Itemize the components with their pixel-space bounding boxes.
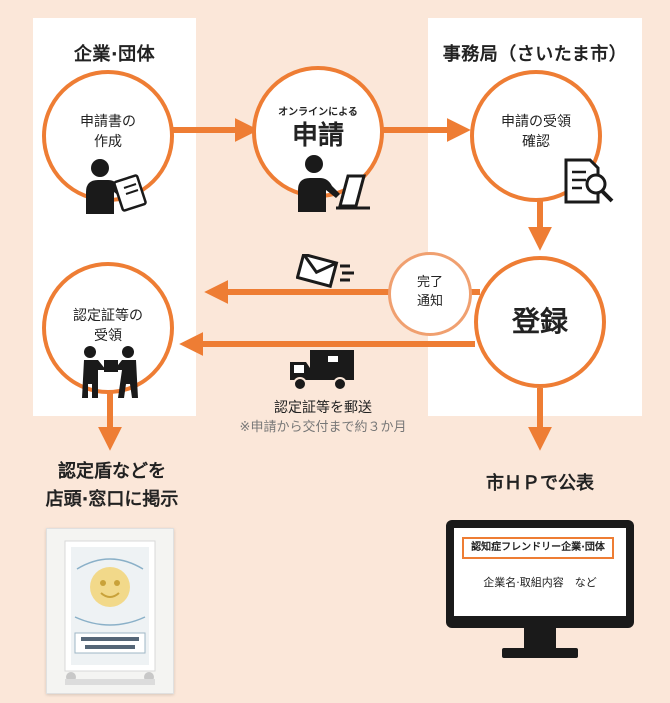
- certificate-plaque-image: [46, 528, 174, 694]
- apply-big-label: 申請: [291, 121, 344, 151]
- person-laptop-icon: [298, 155, 370, 212]
- delivery-handover-icon: [82, 346, 138, 398]
- receive-line1: 認定証等の: [73, 308, 143, 324]
- screen-heading: 認知症フレンドリー企業·団体: [462, 537, 614, 559]
- apply-small-label: オンラインによる: [278, 107, 358, 118]
- company-panel-title: 企業·団体: [73, 44, 156, 65]
- person-writing-icon: [86, 159, 147, 214]
- monitor-icon: 認知症フレンドリー企業·団体 企業名·取組内容 など: [446, 520, 634, 670]
- notify-line2: 通知: [416, 294, 443, 309]
- monitor-stand: [524, 628, 556, 650]
- step-register: 登録: [474, 256, 606, 388]
- display-line1: 認定盾などを: [58, 461, 166, 482]
- create-line1: 申請書の: [80, 114, 136, 130]
- register-label: 登録: [511, 305, 568, 338]
- shipping-note: 認定証等を郵送 ※申請から交付まで約３か月: [210, 398, 436, 438]
- display-caption: 認定盾などを 店頭·窓口に掲示: [14, 458, 210, 514]
- step-receive-certificate: 認定証等の 受領: [42, 262, 174, 394]
- notify-line1: 完了: [416, 275, 443, 290]
- mail-icon: [296, 254, 354, 288]
- monitor-display: 認知症フレンドリー企業·団体 企業名·取組内容 など: [454, 528, 626, 616]
- receive-line2: 受領: [94, 328, 122, 344]
- screen-body: 企業名·取組内容 など: [483, 576, 597, 589]
- display-line2: 店頭·窓口に掲示: [45, 489, 179, 510]
- step-online-application: オンラインによる 申請: [252, 66, 384, 198]
- publish-caption: 市ＨＰで公表: [486, 473, 594, 494]
- plaque-drawing: [64, 540, 156, 685]
- monitor-screen: 認知症フレンドリー企業·団体 企業名·取組内容 など: [446, 520, 634, 628]
- delivery-truck-icon: [290, 350, 354, 391]
- confirm-line2: 確認: [522, 134, 550, 150]
- office-panel-title: 事務局（さいたま市）: [442, 44, 628, 65]
- shipping-line2: ※申請から交付まで約３か月: [239, 420, 407, 435]
- shipping-line1: 認定証等を郵送: [274, 400, 372, 416]
- confirm-line1: 申請の受領: [501, 114, 571, 130]
- document-search-icon: [564, 158, 614, 204]
- create-line2: 作成: [94, 134, 122, 150]
- step-confirm-receipt: 申請の受領 確認: [470, 70, 602, 202]
- monitor-base: [502, 648, 578, 658]
- completion-notice: 完了 通知: [388, 252, 472, 336]
